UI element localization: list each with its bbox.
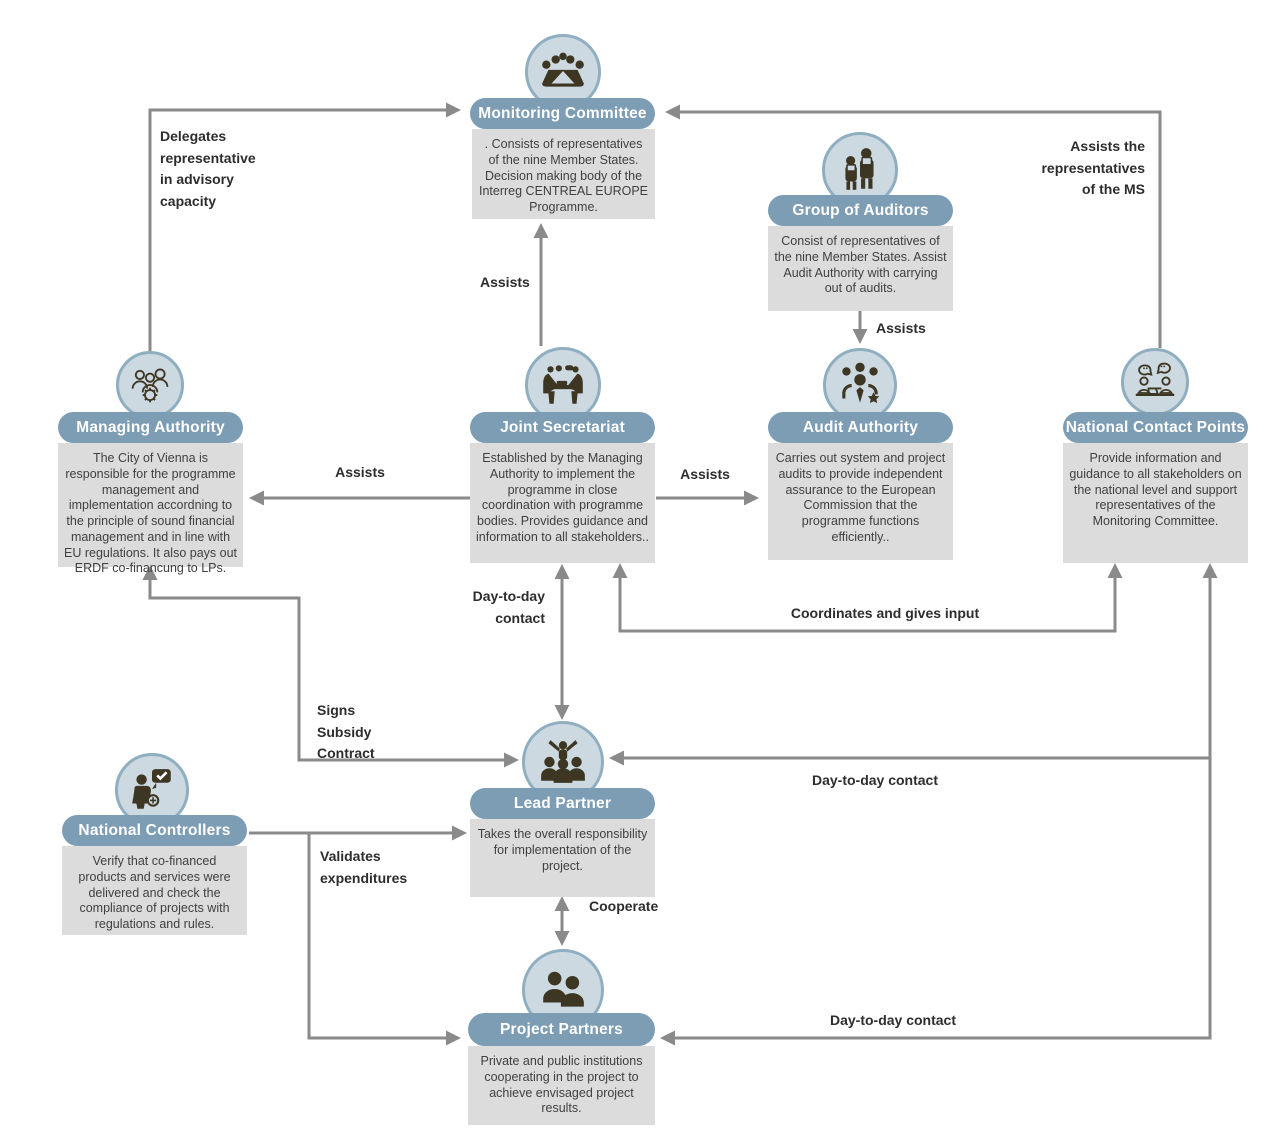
audit-authority-title: Audit Authority [768,412,953,443]
national-contact-points-title: National Contact Points [1063,412,1248,443]
arrow-managing-authority-to-monitoring-committee [148,102,461,351]
label-assists-group-of-auditors: Assists [876,320,926,336]
arrow-national-contact-points-to-project-partners [660,563,1218,1046]
arrow-managing-authority-lead-partner [142,565,519,768]
national-controllers-description: Verify that co-financed products and ser… [62,846,247,935]
arrow-national-controllers-to-project-partners [307,833,461,1046]
label-coordinates-gives-input: Coordinates and gives input [790,605,980,621]
audit-authority-icon [823,348,897,422]
managing-authority-title: Managing Authority [58,412,243,443]
label-assists-top: Assists [480,274,530,290]
meeting-icon [525,34,601,110]
joint-secretariat-title: Joint Secretariat [470,412,655,443]
managing-authority-description: The City of Vienna is responsible for th… [58,443,243,575]
arrow-national-contact-points-to-monitoring-committee [665,104,1162,348]
label-validates-expenditures: Validates expenditures [320,848,408,886]
label-assists-representatives-ms: Assists the representatives of the MS [1041,138,1145,198]
audit-authority-description: Carries out system and project audits to… [768,443,953,560]
group-of-auditors-title: Group of Auditors [768,195,953,226]
lead-partner-description: Takes the overall responsibility for imp… [470,819,655,897]
label-day-to-day-contact-partners: Day-to-day contact [829,1012,957,1028]
label-signs-subsidy-contract: Signs Subsidy Contract [317,702,375,762]
contact-support-icon [1121,348,1189,416]
national-contact-points-description: Provide information and guidance to all … [1063,443,1248,563]
national-controllers-title: National Controllers [62,815,247,846]
project-partners-description: Private and public institutions cooperat… [468,1046,655,1125]
label-assists-right: Assists [680,466,730,482]
monitoring-committee-description: . Consists of representatives of the nin… [472,129,655,219]
label-delegates-representative: Delegates representative in advisory cap… [160,128,256,210]
lead-partner-title: Lead Partner [470,788,655,819]
secretariat-meeting-icon [525,347,601,423]
monitoring-committee-title: Monitoring Committee [470,98,655,129]
label-day-to-day-contact-lead: Day-to-day contact [811,772,939,788]
label-cooperate: Cooperate [589,898,659,914]
label-assists-left: Assists [335,464,385,480]
joint-secretariat-description: Established by the Managing Authority to… [470,443,655,563]
management-team-icon [116,351,184,419]
group-of-auditors-description: Consist of representatives of the nine M… [768,226,953,311]
label-day-to-day-contact-vertical: Day-to-day contact [472,588,545,626]
project-partners-title: Project Partners [468,1013,655,1046]
